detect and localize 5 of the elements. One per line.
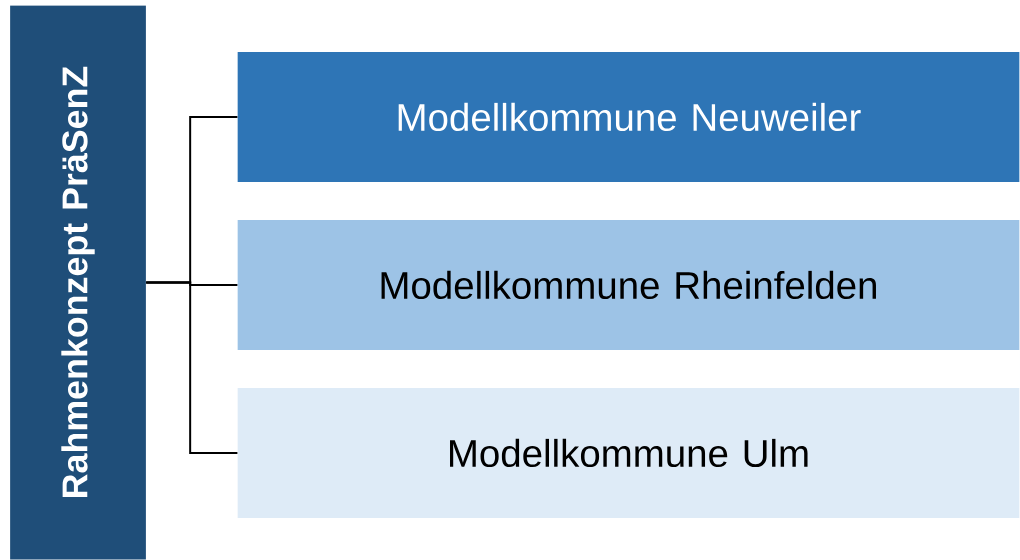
municipality-box: Modellkommune Ulm [237,388,1020,518]
title-bar: Rahmenkonzept PräSenZ [10,5,146,560]
municipality-box: Modellkommune Rheinfelden [237,220,1020,350]
municipality-box: Modellkommune Neuweiler [237,52,1020,182]
connector-line [145,281,239,454]
